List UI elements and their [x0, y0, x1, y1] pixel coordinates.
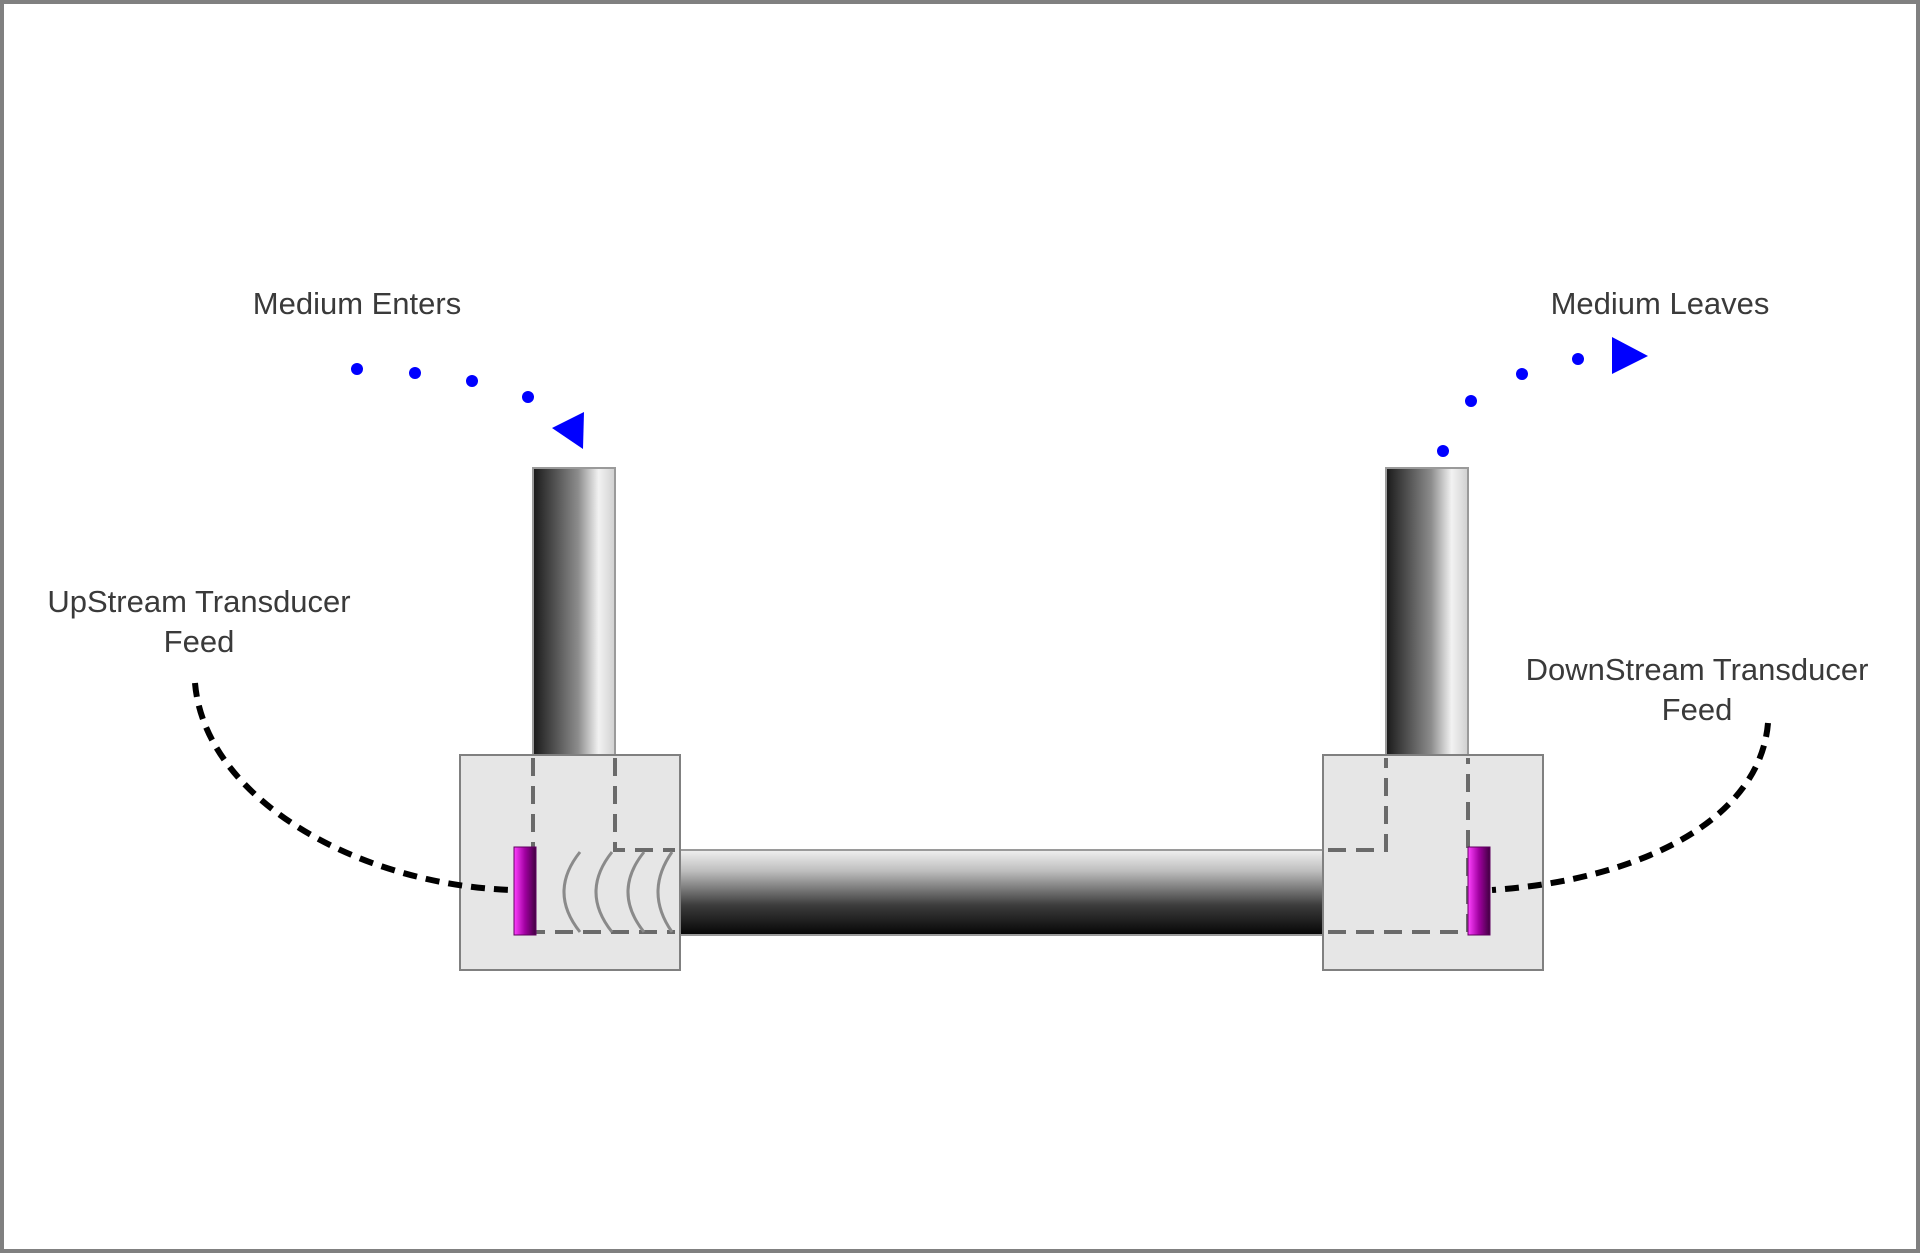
downstream-feed-label-line2: Feed [1662, 692, 1733, 727]
upstream-transducer-block [459, 754, 681, 971]
downstream-feed-label-line1: DownStream Transducer [1526, 652, 1869, 687]
inlet-pipe [532, 467, 616, 759]
downstream-transducer [1467, 846, 1491, 936]
sound-wave [626, 851, 646, 933]
upstream-transducer [513, 846, 537, 936]
sound-wave [656, 851, 674, 933]
arrow-head-icon [1612, 337, 1648, 374]
upstream-feed-label-line2: Feed [164, 624, 235, 659]
arrow-head-icon [552, 412, 584, 449]
downstream-feed-line [1491, 722, 1771, 893]
inlet-flow-arrow [351, 363, 584, 449]
sound-wave [562, 851, 582, 933]
upstream-feed-label-line1: UpStream Transducer [47, 584, 350, 619]
upstream-feed-line [192, 682, 513, 893]
downstream-transducer-block [1322, 754, 1544, 971]
outlet-pipe [1385, 467, 1469, 759]
outlet-flow-arrow [1437, 337, 1648, 457]
sound-wave [594, 851, 614, 933]
medium-leaves-label: Medium Leaves [1551, 286, 1770, 321]
medium-enters-label: Medium Enters [253, 286, 461, 321]
main-pipe [674, 849, 1331, 936]
